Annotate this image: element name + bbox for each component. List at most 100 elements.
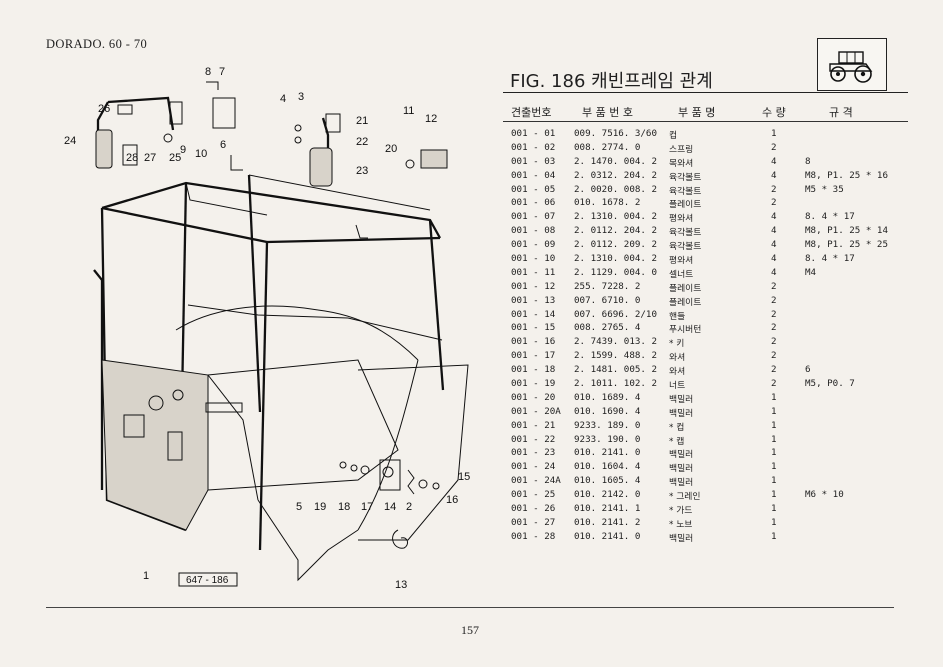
row-specification: M4 <box>805 266 817 278</box>
tractor-icon <box>817 38 887 91</box>
row-part-name: 플레이트 <box>669 297 702 308</box>
row-part-number: 010. 1678. 2 <box>574 197 641 209</box>
row-part-number: 009. 7516. 3/60 <box>574 128 657 139</box>
row-part-name: 육각볼트 <box>669 228 702 239</box>
row-quantity: 2 <box>771 378 777 390</box>
row-number: 001 - 05 <box>511 183 556 195</box>
column-header-name: 부 품 명 <box>678 106 716 119</box>
row-number: 001 - 24 <box>511 461 556 473</box>
row-quantity: 1 <box>771 461 777 473</box>
callout-15: 15 <box>458 471 470 483</box>
cab-frame-drawing <box>93 155 469 582</box>
row-number: 001 - 02 <box>511 141 556 153</box>
row-number: 001 - 08 <box>511 225 556 237</box>
row-quantity: 1 <box>771 475 777 487</box>
row-quantity: 1 <box>771 530 777 542</box>
latch-drawing <box>339 461 440 549</box>
callout-1: 1 <box>143 570 149 582</box>
row-number: 001 - 28 <box>511 530 556 542</box>
callout-23: 23 <box>356 165 368 177</box>
row-quantity: 4 <box>771 169 777 181</box>
row-quantity: 4 <box>771 239 777 251</box>
row-part-number: 007. 6696. 2/10 <box>574 308 657 320</box>
row-part-name: 육각볼트 <box>669 242 702 253</box>
row-number: 001 - 18 <box>511 364 556 376</box>
row-number: 001 - 10 <box>511 253 556 265</box>
row-quantity: 2 <box>771 322 777 334</box>
callout-28: 28 <box>126 152 138 164</box>
row-quantity: 2 <box>771 308 777 320</box>
row-quantity: 1 <box>771 419 777 431</box>
row-quantity: 1 <box>771 391 777 403</box>
row-quantity: 2 <box>771 294 777 306</box>
row-part-number: 010. 1604. 4 <box>574 461 641 473</box>
row-quantity: 2 <box>771 141 777 153</box>
callout-8: 8 <box>205 66 211 78</box>
callout-12: 12 <box>425 113 437 125</box>
row-part-number: 2. 1481. 005. 2 <box>574 364 657 376</box>
row-specification: M8, P1. 25 * 14 <box>805 225 888 237</box>
row-part-number: 010. 1605. 4 <box>574 475 641 487</box>
row-part-name: 와셔 <box>669 367 686 378</box>
row-part-number: 010. 2141. 1 <box>574 503 641 515</box>
header-divider <box>503 121 908 122</box>
page-number: 157 <box>461 623 479 637</box>
row-number: 001 - 06 <box>511 197 556 209</box>
callout-9: 9 <box>180 144 186 156</box>
row-part-number: 9233. 190. 0 <box>574 433 641 445</box>
row-part-number: 008. 2765. 4 <box>574 322 641 334</box>
row-number: 001 - 01 <box>511 128 556 139</box>
row-part-name: * 가드 <box>669 506 693 517</box>
callout-21: 21 <box>356 115 368 127</box>
row-part-name: 와셔 <box>669 353 686 364</box>
row-part-number: 2. 1310. 004. 2 <box>574 253 657 265</box>
row-part-name: 푸시버턴 <box>669 325 702 336</box>
row-part-number: 008. 2774. 0 <box>574 141 641 153</box>
column-header-no: 견출번호 <box>511 106 552 119</box>
row-part-number: 2. 1599. 488. 2 <box>574 350 657 362</box>
row-number: 001 - 20 <box>511 391 556 403</box>
table-row: 001 - 15 008. 2765. 4 푸시버턴 2 <box>503 322 908 336</box>
row-part-name: 핸들 <box>669 311 686 322</box>
row-number: 001 - 17 <box>511 350 556 362</box>
row-number: 001 - 04 <box>511 169 556 181</box>
row-part-name: 백밀러 <box>669 533 694 544</box>
row-number: 001 - 16 <box>511 336 556 348</box>
row-number: 001 - 11 <box>511 266 556 278</box>
row-part-name: 너트 <box>669 381 686 392</box>
table-row: 001 - 28 010. 2141. 0 백밀러 1 <box>503 531 908 545</box>
row-quantity: 4 <box>771 225 777 237</box>
row-quantity: 1 <box>771 405 777 417</box>
row-quantity: 1 <box>771 516 777 528</box>
row-quantity: 2 <box>771 197 777 209</box>
row-number: 001 - 27 <box>511 516 556 528</box>
row-quantity: 1 <box>771 489 777 501</box>
row-number: 001 - 15 <box>511 322 556 334</box>
row-part-number: 010. 2141. 0 <box>574 530 641 542</box>
row-part-name: 백밀러 <box>669 478 694 489</box>
mirror-right-drawing <box>206 81 448 187</box>
callout-14: 14 <box>384 501 396 513</box>
row-quantity: 1 <box>771 128 777 139</box>
row-number: 001 - 23 <box>511 447 556 459</box>
row-quantity: 2 <box>771 336 777 348</box>
mirror-left-drawing <box>95 96 183 169</box>
callout-16: 16 <box>446 494 458 506</box>
row-part-name: 평와셔 <box>669 214 694 225</box>
row-number: 001 - 07 <box>511 211 556 223</box>
